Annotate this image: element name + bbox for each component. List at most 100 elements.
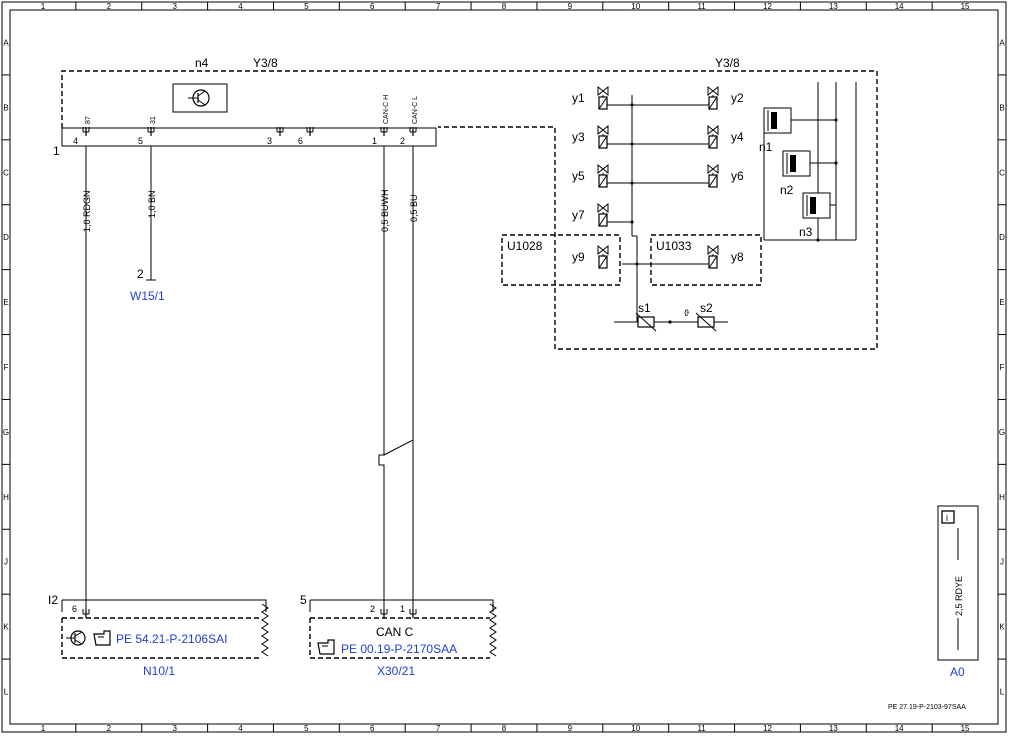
link-x30-ref[interactable]: PE 00.19-P-2170SAA bbox=[341, 642, 457, 656]
x30-connector bbox=[309, 599, 494, 612]
row-letter-right: L bbox=[1000, 688, 1005, 697]
wire-label-rdgn: 1,0 RDGN bbox=[82, 190, 92, 232]
y3-8-label-right: Y3/8 bbox=[715, 56, 740, 70]
s2-label: s2 bbox=[700, 301, 713, 315]
row-letter-right: F bbox=[1000, 363, 1005, 372]
pin-tag-31: 31 bbox=[150, 116, 157, 124]
n10-1-label[interactable]: N10/1 bbox=[143, 664, 175, 678]
node bbox=[668, 320, 672, 324]
column-number-top: 13 bbox=[829, 2, 838, 11]
row-letter-left: A bbox=[3, 38, 9, 47]
n10-pin-6 bbox=[82, 608, 90, 619]
x30-pin-2 bbox=[380, 608, 388, 619]
valve-y3 bbox=[597, 125, 609, 149]
column-number-top: 1 bbox=[41, 2, 46, 11]
column-number-top: 6 bbox=[370, 2, 375, 11]
n4-label: n4 bbox=[195, 56, 209, 70]
row-letter-right: G bbox=[999, 428, 1005, 437]
connector-1-label: 1 bbox=[53, 144, 60, 158]
row-letter-right: H bbox=[999, 493, 1005, 502]
u1033-label: U1033 bbox=[656, 239, 692, 253]
valve-y5 bbox=[597, 164, 609, 188]
row-letter-right: D bbox=[999, 233, 1005, 242]
pin-label-5: 5 bbox=[138, 136, 143, 146]
pin-tag-87: 87 bbox=[85, 116, 92, 124]
y8-label: y8 bbox=[731, 250, 744, 264]
pin-label-3: 3 bbox=[267, 136, 272, 146]
column-number-bottom: 11 bbox=[697, 724, 706, 733]
pin-label-4: 4 bbox=[73, 136, 78, 146]
column-number-top: 8 bbox=[502, 2, 507, 11]
y1-label: y1 bbox=[572, 91, 585, 105]
a0-wire-label: 2,5 RDYE bbox=[954, 576, 964, 616]
column-number-top: 10 bbox=[631, 2, 640, 11]
y6-label: y6 bbox=[731, 169, 744, 183]
column-number-bottom: 15 bbox=[961, 724, 970, 733]
s1-label: s1 bbox=[638, 301, 651, 315]
hand-pointer-icon[interactable] bbox=[317, 639, 335, 655]
column-number-bottom: 9 bbox=[568, 724, 573, 733]
n10-pin-label: 6 bbox=[72, 604, 77, 614]
node bbox=[834, 118, 838, 122]
row-letter-right: C bbox=[999, 168, 1005, 177]
w15-pin-label: 2 bbox=[137, 267, 144, 281]
node bbox=[630, 103, 634, 107]
row-letter-right: A bbox=[999, 38, 1005, 47]
a0-wire-gap bbox=[950, 560, 966, 618]
link-n10-ref[interactable]: PE 54.21-P-2106SAI bbox=[116, 632, 227, 646]
node bbox=[630, 142, 634, 146]
wire-buwh bbox=[378, 146, 385, 610]
valve-y7 bbox=[597, 203, 609, 227]
row-letter-left: K bbox=[3, 623, 9, 632]
theta-symbol: ϑ bbox=[684, 308, 689, 318]
column-number-top: 4 bbox=[238, 2, 243, 11]
row-letter-left: F bbox=[4, 363, 9, 372]
row-letter-left: H bbox=[3, 493, 9, 502]
column-number-bottom: 3 bbox=[172, 724, 177, 733]
column-number-bottom: 2 bbox=[107, 724, 112, 733]
u1028-label: U1028 bbox=[507, 239, 543, 253]
valve-y8 bbox=[707, 245, 719, 269]
transistor-icon bbox=[66, 630, 86, 646]
hall-sensor-n1 bbox=[763, 107, 792, 134]
can-c-label: CAN C bbox=[376, 625, 414, 639]
x30-21-label[interactable]: X30/21 bbox=[377, 664, 415, 678]
column-number-top: 7 bbox=[436, 2, 441, 11]
row-letter-left: J bbox=[4, 558, 8, 567]
column-number-top: 3 bbox=[172, 2, 177, 11]
sensor-s1 bbox=[635, 312, 657, 332]
n10-box bbox=[61, 617, 262, 659]
i2-label: I2 bbox=[48, 593, 58, 607]
a0-label[interactable]: A0 bbox=[950, 665, 965, 679]
valve-y2 bbox=[707, 86, 719, 110]
pin-label-6: 6 bbox=[298, 136, 303, 146]
y3-label: y3 bbox=[572, 130, 585, 144]
wire-label-buwh: 0,5 BUWH bbox=[380, 189, 390, 232]
column-number-top: 14 bbox=[895, 2, 904, 11]
row-letter-right: J bbox=[1000, 558, 1004, 567]
info-icon[interactable]: i bbox=[941, 510, 955, 524]
a0-box bbox=[937, 505, 979, 661]
column-number-top: 12 bbox=[763, 2, 772, 11]
pin-tag-can-h: CAN-C H bbox=[383, 95, 390, 124]
transistor-icon bbox=[188, 89, 210, 107]
n10-connector bbox=[61, 599, 267, 612]
hall-sensor-n3 bbox=[802, 192, 831, 219]
n3-label: n3 bbox=[799, 225, 813, 239]
connector-1 bbox=[61, 127, 437, 147]
y2-label: y2 bbox=[731, 91, 744, 105]
u1028-box bbox=[501, 234, 621, 286]
row-letter-left: C bbox=[3, 168, 9, 177]
valve-y4 bbox=[707, 125, 719, 149]
w15-1-label[interactable]: W15/1 bbox=[130, 289, 165, 303]
wire-label-bu: 0,5 BU bbox=[409, 194, 419, 222]
hand-pointer-icon[interactable] bbox=[93, 630, 111, 646]
node bbox=[630, 181, 634, 185]
row-letter-left: D bbox=[3, 233, 9, 242]
n1-label: n1 bbox=[759, 140, 773, 154]
x30-box bbox=[309, 617, 490, 659]
pin-tag-can-l: CAN-C L bbox=[412, 96, 419, 124]
column-number-bottom: 10 bbox=[631, 724, 640, 733]
row-letter-left: L bbox=[4, 688, 9, 697]
